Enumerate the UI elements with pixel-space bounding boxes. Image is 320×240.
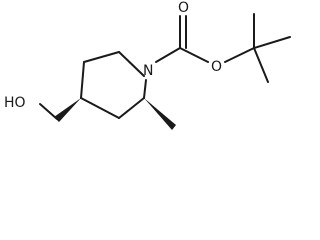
wedge-bond-methyl bbox=[144, 98, 176, 130]
bond-c6-n bbox=[143, 79, 147, 99]
molecule-structure: N O O HO bbox=[4, 0, 291, 130]
bond-tbu-methyl-2 bbox=[253, 36, 291, 49]
bond-c2-c3 bbox=[83, 51, 120, 63]
bond-c4-c5 bbox=[80, 97, 120, 119]
piperidine-ring bbox=[80, 51, 147, 119]
bond-ester-o-tbu bbox=[224, 47, 255, 63]
bond-tbu-methyl-3 bbox=[253, 47, 269, 83]
bond-n-c2 bbox=[118, 51, 145, 77]
atom-label-carbonyl-oxygen: O bbox=[178, 0, 189, 16]
bond-c3-c4 bbox=[80, 61, 85, 99]
bond-n-carbonyl bbox=[155, 47, 181, 63]
bond-ch2-oh bbox=[39, 103, 58, 120]
bond-carbonyl-ester-o bbox=[179, 47, 209, 63]
atom-label-hydroxyl: HO bbox=[4, 95, 26, 111]
atom-label-ester-oxygen: O bbox=[211, 59, 222, 75]
bond-c5-c6 bbox=[118, 97, 145, 119]
wedge-bond-hydroxymethyl bbox=[54, 98, 81, 122]
atom-label-nitrogen: N bbox=[143, 63, 153, 79]
boc-group bbox=[155, 13, 291, 83]
